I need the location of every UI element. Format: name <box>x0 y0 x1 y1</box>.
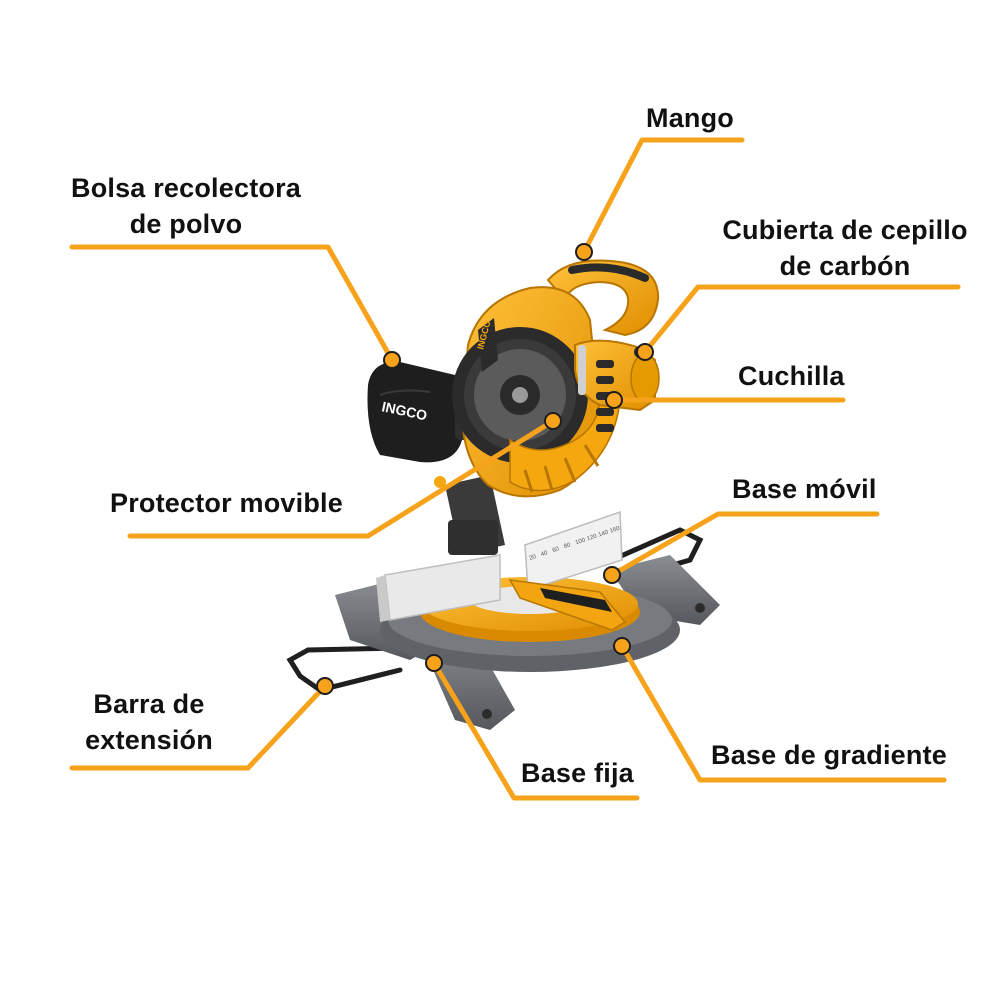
saw-head <box>452 259 660 498</box>
callout-line-barra <box>69 683 328 771</box>
fence-scale-number: 160 <box>609 526 621 535</box>
label-cuchilla: Cuchilla <box>738 361 845 391</box>
fence-scale-number: 60 <box>552 546 561 554</box>
label-base-fija: Base fija <box>521 758 634 788</box>
label-bolsa: Bolsa recolectora de polvo <box>71 173 301 239</box>
callout-line-base-fija <box>431 660 640 801</box>
fence-left <box>376 554 501 622</box>
callout-line-mango <box>581 137 745 255</box>
fence-scale-number: 40 <box>540 550 549 558</box>
callout-dot-base-gradiente <box>613 637 631 655</box>
label-barra: Barra de extensión <box>85 689 213 755</box>
callout-dot-mango <box>575 243 593 261</box>
callout-dot-base-fija <box>425 654 443 672</box>
fence-scale-number: 20 <box>529 554 538 562</box>
label-base-movil: Base móvil <box>732 474 877 504</box>
callout-line-cubierta <box>642 284 961 355</box>
callout-line-bolsa <box>69 244 395 363</box>
callout-dot-bolsa <box>383 351 401 369</box>
callout-lines <box>69 137 961 801</box>
callout-dot-cubierta <box>636 343 654 361</box>
callout-line-base-gradiente <box>619 643 947 783</box>
fence-scale-number: 120 <box>586 533 598 542</box>
saw-column <box>434 475 505 555</box>
label-base-gradiente: Base de gradiente <box>711 740 947 770</box>
label-mango: Mango <box>646 103 734 133</box>
fence-right <box>524 510 623 592</box>
callout-line-base-movil <box>609 511 880 578</box>
label-protector: Protector movible <box>110 488 343 518</box>
callout-dot-base-movil <box>603 566 621 584</box>
callout-dot-protector <box>544 412 562 430</box>
fence-scale-number: 80 <box>563 542 572 550</box>
fence-scale-number: 140 <box>598 529 610 538</box>
callout-dots <box>316 243 654 695</box>
callout-line-protector <box>127 418 556 539</box>
label-cubierta: Cubierta de cepillo de carbón <box>722 215 968 281</box>
callout-dot-barra <box>316 677 334 695</box>
callout-dot-cuchilla <box>605 391 623 409</box>
extension-bar-left <box>286 645 403 693</box>
fence-scale-number: 100 <box>575 537 587 546</box>
movable-base-arm <box>508 579 627 631</box>
